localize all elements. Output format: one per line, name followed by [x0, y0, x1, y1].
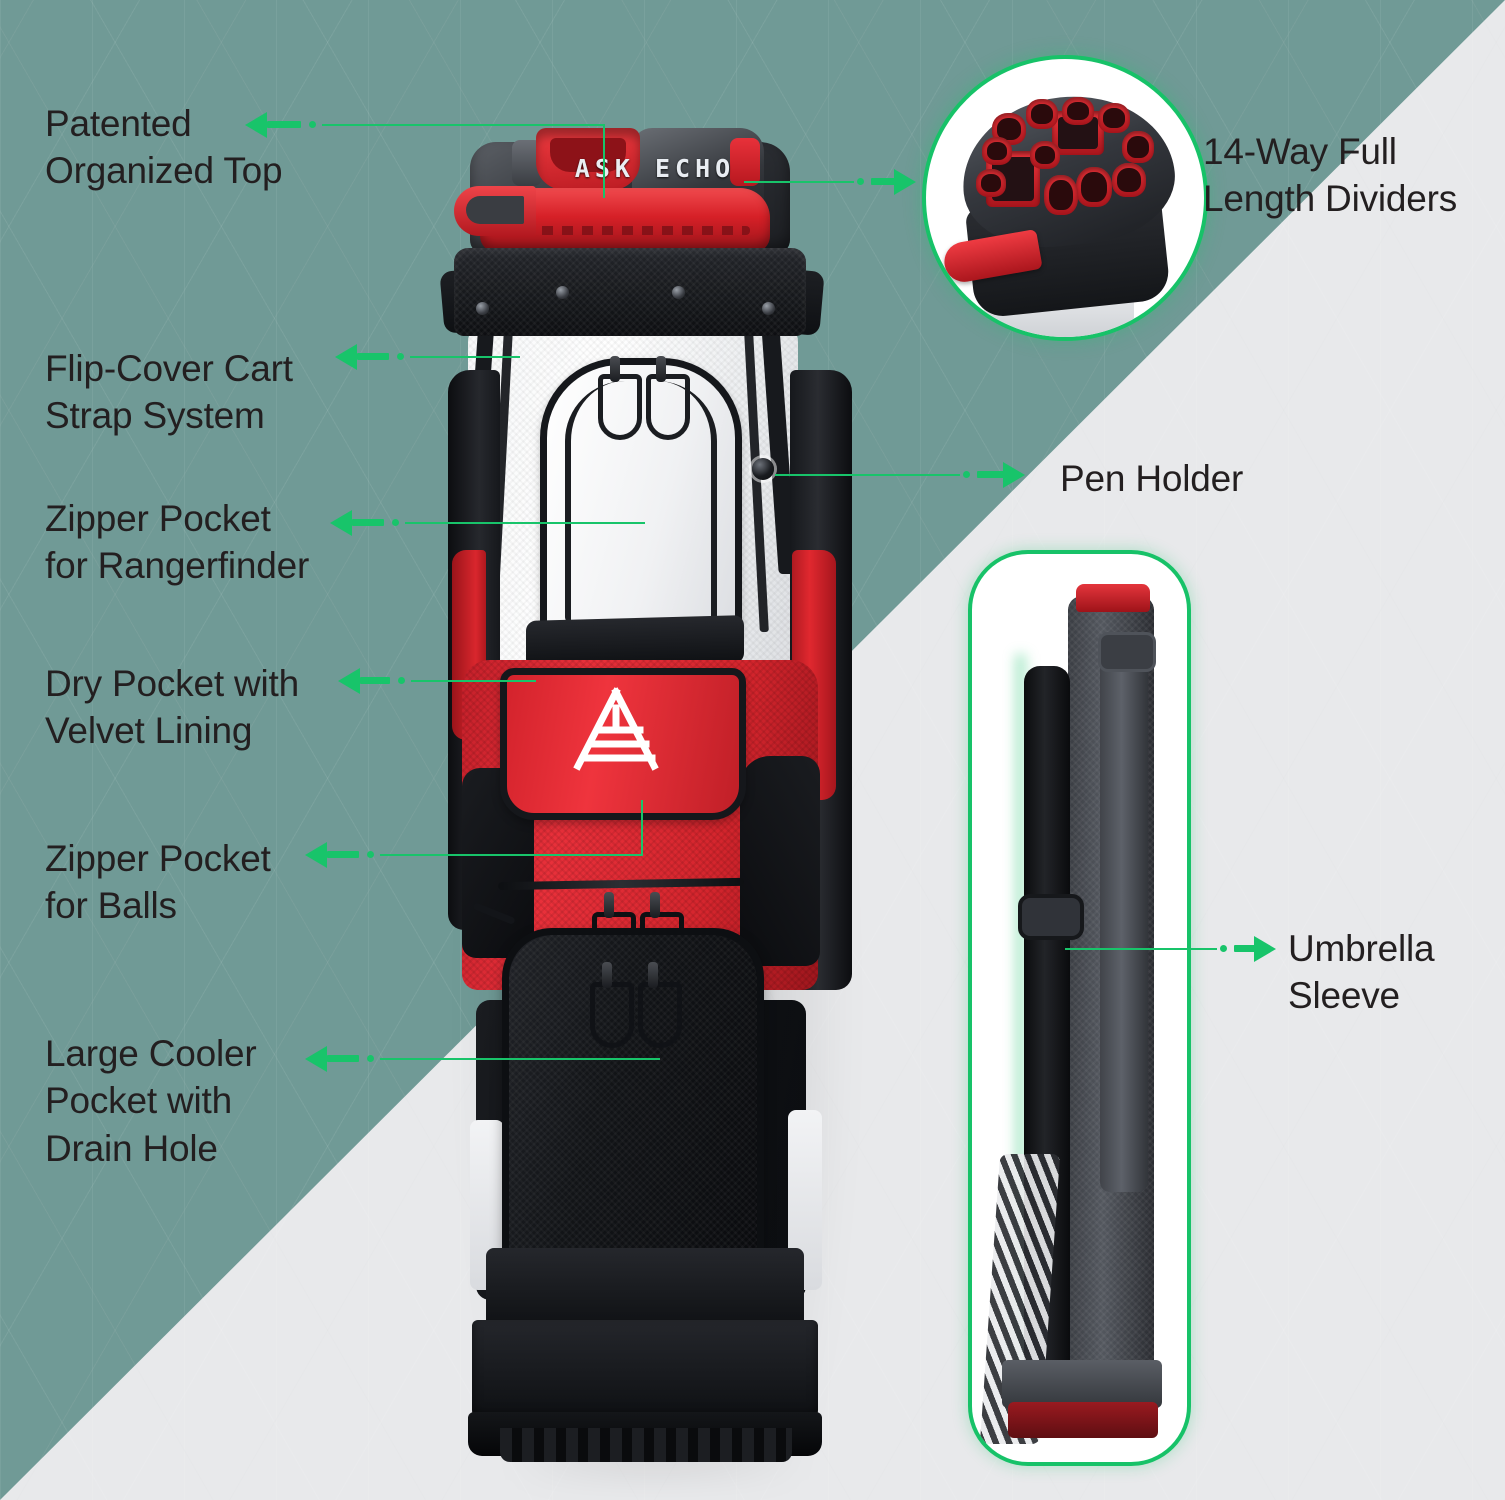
callout-label-cooler-pocket: Large Cooler Pocket with Drain Hole	[45, 1033, 257, 1169]
callout-label-pen-holder: Pen Holder	[1060, 458, 1244, 499]
divider-slot-interior	[1049, 180, 1073, 210]
cooler-zipper-loop-right	[638, 982, 682, 1048]
top-red-club-slot	[536, 128, 640, 190]
cooler-zipper-pull-left	[602, 962, 612, 988]
rangefinder-zipper-loop-left	[598, 374, 642, 440]
rangefinder-zipper-loop-right	[646, 374, 690, 440]
divider-slot-8	[1044, 175, 1078, 215]
rangefinder-zipper-pull-left	[610, 356, 620, 382]
cooler-zipper-loop-left	[590, 982, 634, 1048]
ball-pocket-zipper-pull-right	[650, 892, 660, 918]
divider-slot-interior	[981, 174, 1001, 192]
divider-slot-interior	[1081, 172, 1107, 202]
top-red-club-slot-interior	[550, 138, 626, 172]
callout-label-flip-cover: Flip-Cover Cart Strap System	[45, 348, 293, 437]
divider-slot-interior	[1103, 108, 1125, 128]
collar-rivet	[672, 286, 685, 299]
collar-rivet	[762, 302, 775, 315]
handle-grip-grooves	[502, 226, 750, 235]
brand-collar-band	[454, 248, 806, 336]
rangefinder-pocket-inner-seam	[565, 381, 717, 623]
divider-slot-2	[1026, 99, 1058, 129]
umbrella-retainer-ring	[1018, 894, 1084, 940]
divider-slot-interior	[1117, 168, 1141, 192]
callout-label-dry-pocket: Dry Pocket with Velvet Lining	[45, 663, 300, 752]
inset-side-base	[1002, 1360, 1162, 1408]
collar-rivet	[556, 286, 569, 299]
golf-cart-bag-front-view: DRY POCKET ASK ECHO	[439, 120, 870, 1480]
divider-slot-11	[1030, 141, 1060, 169]
divider-slot-9	[982, 137, 1012, 165]
inset-side-red-foot	[1008, 1402, 1158, 1438]
divider-slot-interior	[1067, 102, 1089, 120]
callout-label-rangefinder: Zipper Pocket for Rangerfinder	[45, 498, 310, 587]
divider-slot-interior	[987, 142, 1007, 160]
bag-base-band-lower	[472, 1320, 818, 1420]
inset-side-buckle	[1098, 632, 1156, 672]
callout-label-dividers: 14-Way Full Length Dividers	[1203, 131, 1458, 220]
cooler-pocket	[502, 928, 764, 1262]
callout-label-ball-pocket: Zipper Pocket for Balls	[45, 838, 271, 927]
inset-side-top-red-slots	[1076, 584, 1150, 612]
callout-label-patented-top: Patented Organized Top	[45, 103, 283, 192]
callout-label-umbrella: Umbrella Sleeve	[1288, 928, 1435, 1017]
divider-inset-circle	[922, 55, 1208, 341]
collar-rivet	[476, 302, 489, 315]
ball-pocket-zipper-pull-left	[604, 892, 614, 918]
divider-slot-6	[1112, 163, 1146, 197]
bag-base-band-upper	[486, 1248, 804, 1328]
divider-slot-interior	[1035, 146, 1055, 164]
brand-logotype: ASK ECHO	[574, 154, 736, 183]
divider-slot-7	[1076, 167, 1112, 207]
divider-slot-10	[976, 169, 1006, 197]
rangefinder-zipper-pull-right	[656, 356, 666, 382]
divider-slot-4	[1098, 103, 1130, 133]
divider-slot-interior	[1127, 136, 1149, 158]
handle-side-hook-interior	[466, 196, 524, 224]
handle-side-hook	[454, 186, 536, 236]
divider-slot-3	[1062, 97, 1094, 125]
divider-slot-5	[1122, 131, 1154, 163]
top-red-tab	[730, 138, 760, 186]
inset-side-strap	[1100, 652, 1148, 1192]
umbrella-inset-panel	[968, 550, 1191, 1466]
bag-base-foot-grooves	[500, 1428, 792, 1462]
red-panel-black-patch-right	[740, 756, 820, 966]
ae-monogram-logo	[573, 687, 659, 771]
divider-slot-interior	[1031, 104, 1053, 124]
cooler-zipper-pull-right	[648, 962, 658, 988]
divider-slot-interior	[997, 118, 1021, 140]
pen-holder-grommet	[752, 458, 774, 480]
